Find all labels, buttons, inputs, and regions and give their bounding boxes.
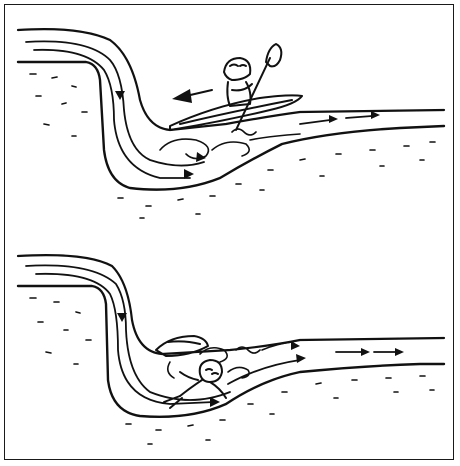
top-ground-stipple — [30, 74, 435, 218]
top-downstream-arrows — [300, 111, 380, 124]
top-hydraulic-swirl — [160, 129, 300, 159]
bottom-hydraulic-swirl — [168, 342, 292, 378]
bottom-ground-stipple — [30, 298, 434, 444]
top-panel — [18, 29, 444, 218]
top-ledge-outline — [18, 62, 444, 190]
bottom-downstream-arrows — [336, 348, 404, 356]
bottom-panel — [18, 255, 444, 444]
kayaker-figure — [170, 44, 302, 130]
backwash-arrow — [172, 89, 212, 103]
bottom-water-surface — [18, 255, 444, 354]
